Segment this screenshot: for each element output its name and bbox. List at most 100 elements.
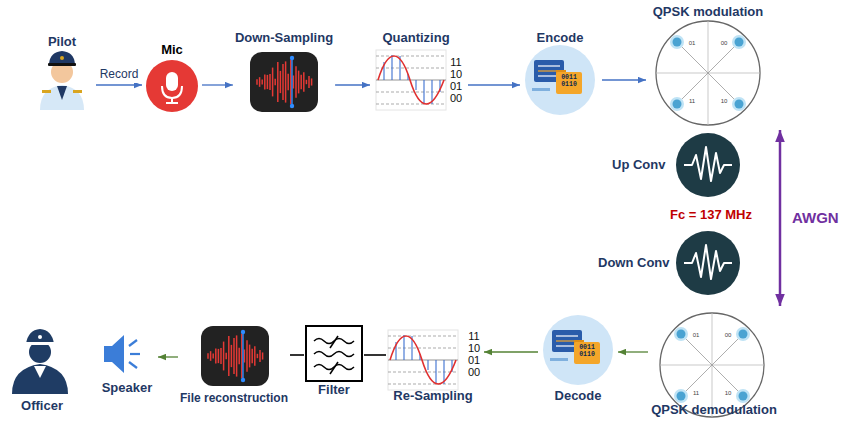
speaker-icon-part [130,353,140,355]
node-caption: Re-Sampling [393,388,472,404]
level-code: 10 [468,342,480,354]
waveform-icon-part [242,332,243,380]
waveform-icon-part [238,348,240,364]
pilot-figure [40,51,84,110]
signal-arrow [96,84,142,85]
edge-label: Record [98,65,141,83]
icon-node: QPSK demodulation [648,306,786,420]
decoder-icon [543,315,613,385]
quantizer-icon [388,330,458,390]
node-caption: Down-Sampling [235,30,333,46]
icon-node: Down Conv [596,230,744,296]
symbol-bits: 11 [693,390,699,397]
symbol-bits: 01 [689,40,696,47]
waveform-icon-part [290,56,294,60]
waveform-icon-part [201,326,269,386]
icon-code-text: 0011 0110 [577,344,597,358]
waveform-icon-part [261,79,263,84]
icon-node: Decode 0011 0110 [538,312,618,406]
waveform-icon-part [269,74,271,90]
pilot-figure-part [48,63,76,66]
speaker-icon-part [104,335,124,373]
waveform-icon-part [218,349,220,363]
pilot-figure-part [57,86,67,100]
waveform-icon-part [207,353,209,358]
officer-figure-part [12,364,68,394]
speaker-icon [104,335,140,373]
icon-code-text: 0011 0110 [559,74,579,88]
waveform-icon-part [251,349,253,363]
symbol-bits: 10 [721,98,728,105]
node-caption: Officer [21,398,63,414]
encoder-icon [525,45,595,115]
waveform-icon [250,52,318,112]
node-caption: Speaker [102,380,153,396]
node-caption: File reconstruction [180,390,288,406]
node-caption: Quantizing [382,30,449,46]
level-code: 11 [468,330,479,342]
node-caption: QPSK demodulation [651,402,777,418]
carrier-frequency: Fc = 137 MHz [670,207,752,223]
speaker-icon-part [129,340,137,346]
waveform-icon [201,326,269,386]
waveform-icon-part [249,345,251,368]
waveform-icon-part [280,71,282,93]
node-caption: Up Conv [612,157,665,173]
waveform-icon-part [225,353,227,359]
waveform-icon-part [231,345,233,367]
officer-figure-part [26,329,54,344]
signal-arrow [158,356,178,357]
pilot-figure-part [73,90,82,93]
edge-label: AWGN [790,209,841,227]
signal-arrow [484,351,538,352]
icon-node: Pilot [28,34,96,112]
icon-node: QPSK modulation [646,4,786,130]
waveform-icon-part [259,350,261,362]
waveform-icon-part [303,72,305,92]
waveform-icon-part [264,75,266,90]
signal-arrow [779,130,782,306]
node-caption: Filter [318,382,350,398]
quantizer-icon [376,50,446,110]
waveform-icon-part [254,346,256,366]
waveform-icon-part [277,62,279,102]
waveform-icon-part [241,378,245,382]
waveform-icon-part [244,349,246,362]
signal-arrow [364,354,386,356]
microphone-icon-part [146,60,198,112]
filter-symbol-part [306,326,362,381]
filter-symbol-part [314,352,354,357]
icon-node: Encode0011 0110 [520,30,602,118]
level-code: 01 [468,354,480,366]
pilot-figure-part [49,51,75,64]
waveform-icon-part [259,77,261,87]
waveform-icon-part [246,340,248,372]
officer-figure-part [34,366,46,378]
speaker-icon-part [129,362,137,368]
waveform-icon-part [287,74,289,90]
waveform-icon-part [256,79,258,84]
waveform-icon-part [215,349,217,364]
symbol-bits: 11 [689,98,695,105]
officer-figure-part [25,342,55,345]
node-caption: Pilot [48,34,76,50]
waveform-icon-part [308,76,310,88]
pilot-figure-part [40,85,84,110]
level-code: 11 [450,56,461,68]
waveform-icon-part [282,64,284,100]
icon-node: Mic [142,40,202,116]
node-caption: Decode [555,388,602,404]
signal-arrow [602,79,646,80]
icon-node: Up Conv [610,132,744,198]
icon-node: Speaker [96,330,158,398]
filter-symbol [306,326,362,381]
signal-arrow [618,351,648,352]
oscillator-symbol [676,133,740,197]
symbol-bits: 01 [693,332,700,339]
waveform-icon-part [228,336,230,376]
icon-node: Down-Sampling [233,30,335,114]
level-code: 00 [468,366,480,378]
symbol-bits: 00 [725,332,732,339]
constellation-symbol [660,313,764,417]
signal-arrow [290,354,304,356]
